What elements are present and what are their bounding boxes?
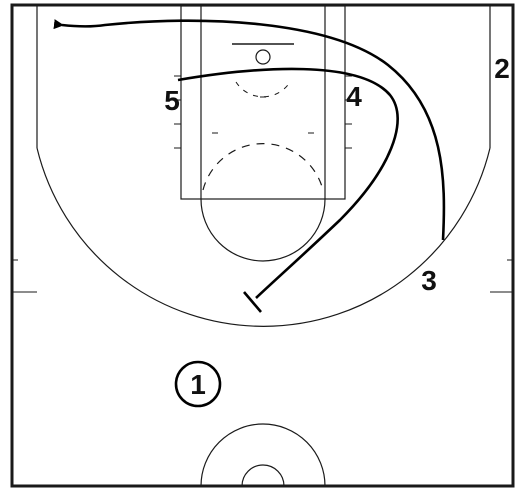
player-4-label: 4 [346,81,362,112]
screen-path-5 [177,67,399,299]
lane-hash-marks [174,75,352,149]
player-3-label: 3 [421,265,437,296]
free-throw-circle-lower [200,198,326,262]
free-throw-circle-upper-dashed [202,143,324,191]
screen-bar [243,291,262,313]
lane [180,5,346,200]
center-circle-inner [241,464,285,487]
restricted-arc [235,81,291,98]
cut-line-3 [53,19,446,241]
court-boundary [10,3,515,488]
player-1-circle [174,360,222,408]
player-1-label: 1 [190,369,206,400]
rim [255,49,271,65]
player-2-label: 2 [494,53,510,84]
center-circle-outer [200,423,326,487]
side-hash-marks [12,259,513,293]
player-5-label: 5 [164,85,180,116]
three-point-line [36,6,491,327]
